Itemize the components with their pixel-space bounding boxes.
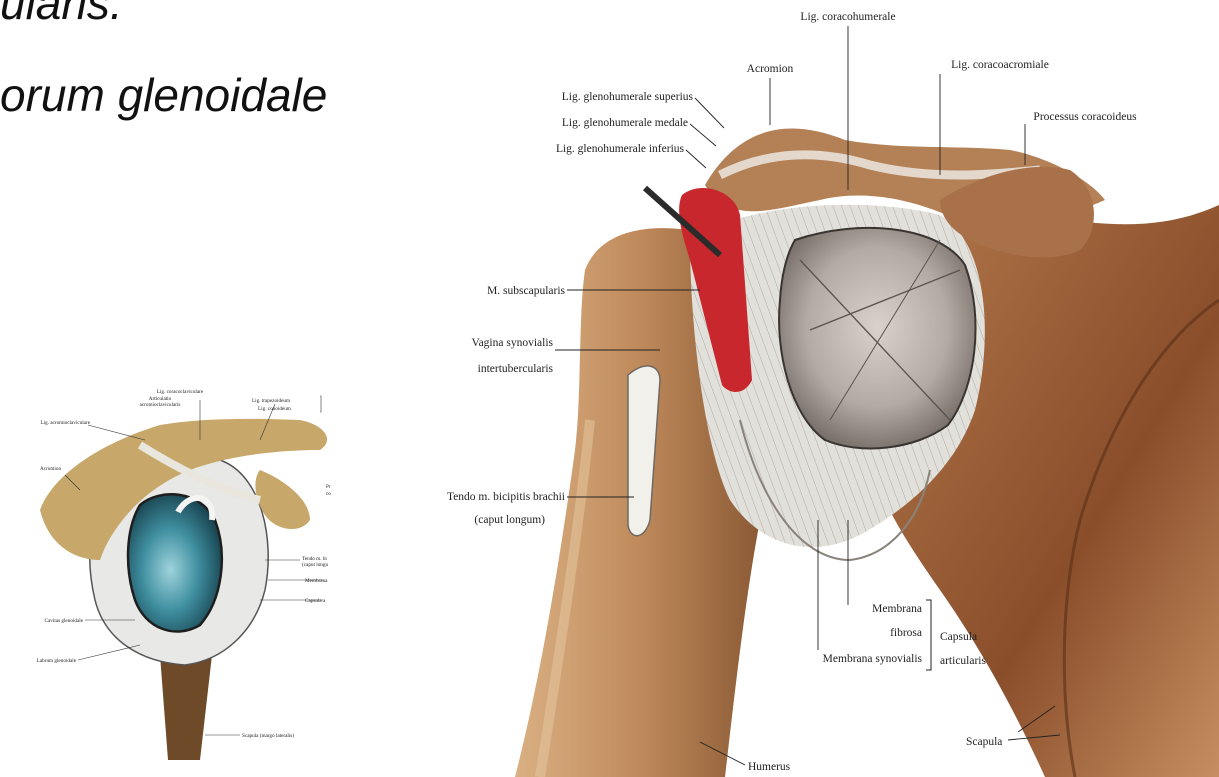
label-scapula: Scapula [966, 736, 1002, 748]
small-label-conoideum: Lig. conoideum [258, 406, 291, 412]
small-label-caput-longum: (caput longu [302, 561, 328, 568]
label-tendo-bicipitis: Tendo m. bicipitis brachii [447, 491, 565, 503]
label-lig-glenohumerale-medius: Lig. glenohumerale medale [562, 117, 688, 129]
label-humerus: Humerus [748, 761, 791, 773]
label-acromion: Acromion [747, 63, 794, 75]
label-intertubercularis: intertubercularis [478, 363, 554, 375]
small-label-scapula-margo: Scapula (margo lateralis) [242, 732, 294, 739]
small-label-processus: Pr [326, 484, 331, 490]
capsula-bracket [926, 600, 931, 670]
small-label-capsula: Capsula a [305, 598, 326, 604]
large-shoulder-figure [515, 129, 1219, 777]
label-lig-coracohumerale: Lig. coracohumerale [800, 11, 895, 23]
label-caput-longum: (caput longum) [474, 514, 545, 526]
small-label-coracoclaviculare: Lig. coracoclaviculare [157, 389, 204, 395]
small-label-acromion: Acromion [40, 466, 61, 472]
label-lig-glenohumerale-superius: Lig. glenohumerale superius [562, 91, 694, 103]
small-label-labrum-glenoidale: Labrum glenoidale [37, 658, 77, 664]
small-glenoid-cavity [128, 494, 222, 631]
small-label-cavitas-glenoidale: Cavitas glenoidale [45, 618, 84, 624]
label-articularis: articularis [940, 655, 987, 667]
label-fibrosa: fibrosa [890, 627, 922, 639]
label-processus-coracoideus: Processus coracoideus [1033, 111, 1137, 123]
label-vagina-synovialis: Vagina synovialis [472, 337, 554, 349]
small-label-acromioclaviculare: Lig. acromioclaviculare [40, 420, 90, 426]
small-label-membrana: Membrana [305, 578, 328, 584]
label-m-subscapularis: M. subscapularis [487, 285, 565, 297]
label-lig-coracoacromiale: Lig. coracoacromiale [951, 59, 1049, 71]
label-membrana: Membrana [872, 603, 922, 615]
label-membrana-synovialis: Membrana synovialis [823, 653, 923, 665]
small-ligament-bracket [320, 396, 321, 412]
label-capsula: Capsula [940, 631, 977, 643]
label-lig-glenohumerale-inferius: Lig. glenohumerale inferius [556, 143, 685, 155]
small-glenoid-figure [40, 419, 327, 760]
small-label-acromioclavicularis: acromioclavicularis [140, 402, 181, 408]
small-label-coracoideus: co [326, 491, 331, 497]
small-scapula-stem [160, 651, 212, 760]
small-label-trapezoideum: Lig. trapezoideum [252, 398, 290, 404]
